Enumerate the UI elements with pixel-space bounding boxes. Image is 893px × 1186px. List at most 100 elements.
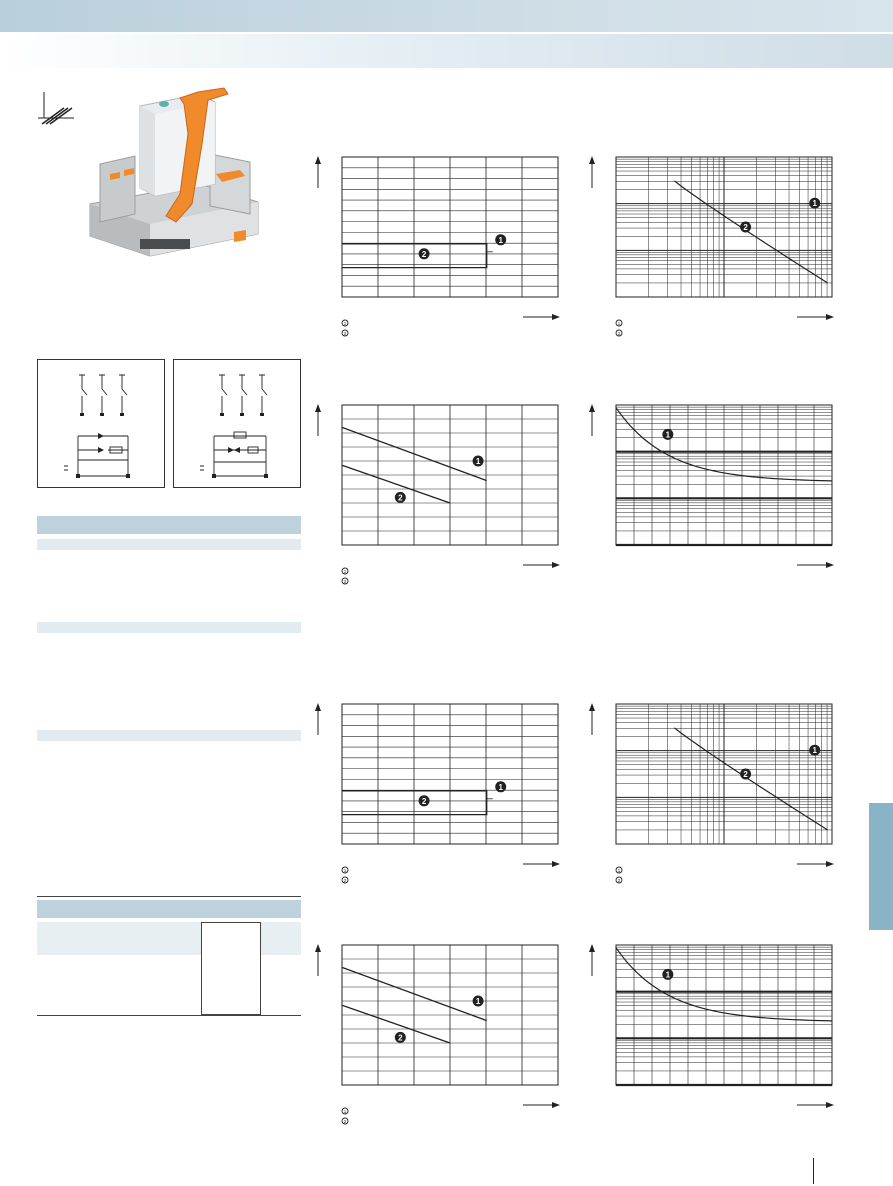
curve-1 <box>615 947 833 1022</box>
chart-1: 1 2 1 2 <box>310 150 572 355</box>
curve-marker-1-label: 1 <box>812 199 817 208</box>
x-axis-arrowhead-icon <box>552 562 560 568</box>
ordering-table-cell <box>201 922 261 1015</box>
curve-marker-1 <box>662 968 674 980</box>
x-axis-arrowhead-icon <box>552 861 560 867</box>
legend-item-2 <box>341 876 349 884</box>
legend-item-1 <box>341 866 349 874</box>
curve-marker-2-label: 2 <box>422 797 427 806</box>
section-band-2 <box>37 622 301 633</box>
legend-item-2 <box>341 577 349 585</box>
curve-marker-1 <box>472 995 484 1007</box>
legend-item-2 <box>615 329 623 337</box>
curve-2 <box>341 464 451 504</box>
curve-marker-1 <box>809 197 821 209</box>
legend-item-1-label: 1 <box>618 868 621 873</box>
circuit-diagram-1 <box>37 359 165 488</box>
legend-item-1-label: 1 <box>344 1109 347 1114</box>
x-axis-arrowhead-icon <box>826 861 834 867</box>
legend-item-1-label: 1 <box>344 569 347 574</box>
y-axis-arrowhead-icon <box>315 703 321 711</box>
header-band <box>0 0 893 32</box>
curve-2 <box>341 1004 451 1044</box>
legend-item-1-label: 1 <box>618 321 621 326</box>
y-axis-arrowhead-icon <box>589 156 595 164</box>
curve-1 <box>615 407 833 482</box>
legend-item-2 <box>341 329 349 337</box>
curve-1 <box>341 426 487 482</box>
legend-item-1-label: 1 <box>344 321 347 326</box>
relay-module-photo <box>80 84 270 274</box>
curve-marker-2-label: 2 <box>743 770 748 779</box>
curve-marker-1-label: 1 <box>476 457 481 466</box>
x-axis-arrowhead-icon <box>552 314 560 320</box>
legend-item-1 <box>615 319 623 327</box>
y-axis-arrowhead-icon <box>315 156 321 164</box>
legend-item-2-label: 2 <box>344 878 347 883</box>
legend-item-2-label: 2 <box>344 331 347 336</box>
chart-3: 1 2 1 2 <box>310 398 572 603</box>
curve-1 <box>342 790 488 816</box>
curve-marker-1-label: 1 <box>666 430 671 439</box>
curve-marker-1 <box>809 744 821 756</box>
legend-item-2-label: 2 <box>344 579 347 584</box>
legend-item-2 <box>341 1117 349 1125</box>
section-band-3 <box>37 730 301 741</box>
circuit-diagram-2 <box>173 359 301 488</box>
curve-marker-2-label: 2 <box>398 1033 403 1042</box>
technical-data-header <box>37 516 301 534</box>
curve-marker-2 <box>394 1031 406 1043</box>
legend-item-1 <box>341 567 349 575</box>
x-axis-arrowhead-icon <box>826 562 834 568</box>
mounting-rail-symbol-icon <box>34 90 80 126</box>
curve-marker-2 <box>418 248 430 260</box>
curve-marker-2-label: 2 <box>422 250 427 259</box>
curve-marker-1 <box>472 455 484 467</box>
curve-marker-1-label: 1 <box>498 783 503 792</box>
curve-1 <box>342 243 488 269</box>
curve-marker-1-label: 1 <box>812 746 817 755</box>
curve-marker-2-label: 2 <box>398 493 403 502</box>
curve-marker-2 <box>740 768 752 780</box>
y-axis-arrowhead-icon <box>589 404 595 412</box>
ordering-table-top-rule <box>37 896 301 897</box>
legend-item-2-label: 2 <box>344 1119 347 1124</box>
chart-8: 1 <box>584 938 846 1143</box>
curve-marker-1 <box>495 234 507 246</box>
section-band-1 <box>37 539 301 550</box>
legend-item-2 <box>615 876 623 884</box>
side-tab[interactable] <box>869 803 893 930</box>
x-axis-arrowhead-icon <box>826 1102 834 1108</box>
y-axis-arrowhead-icon <box>315 944 321 952</box>
curve-marker-1-label: 1 <box>666 970 671 979</box>
ordering-table-bottom-rule <box>37 1015 301 1016</box>
curve-1 <box>673 727 829 831</box>
curve-1 <box>341 966 487 1022</box>
subheader-band <box>0 34 893 68</box>
curve-marker-1 <box>662 428 674 440</box>
x-axis-arrowhead-icon <box>826 314 834 320</box>
page-number-rule <box>813 1158 814 1184</box>
legend-item-1 <box>341 1107 349 1115</box>
chart-3-svg: 1 2 1 2 <box>315 404 560 585</box>
curve-marker-1-label: 1 <box>498 236 503 245</box>
legend-item-1 <box>341 319 349 327</box>
curve-marker-2 <box>418 795 430 807</box>
ordering-table-header <box>37 900 301 918</box>
chart-8-svg: 1 <box>589 944 834 1108</box>
y-axis-arrowhead-icon <box>315 404 321 412</box>
curve-marker-2 <box>740 221 752 233</box>
x-axis-arrowhead-icon <box>552 1102 560 1108</box>
curve-marker-1 <box>495 781 507 793</box>
y-axis-arrowhead-icon <box>589 944 595 952</box>
curve-marker-2 <box>394 491 406 503</box>
chart-4-svg: 1 <box>589 404 834 568</box>
ordering-table-subheader <box>37 922 301 955</box>
y-axis-arrowhead-icon <box>589 703 595 711</box>
